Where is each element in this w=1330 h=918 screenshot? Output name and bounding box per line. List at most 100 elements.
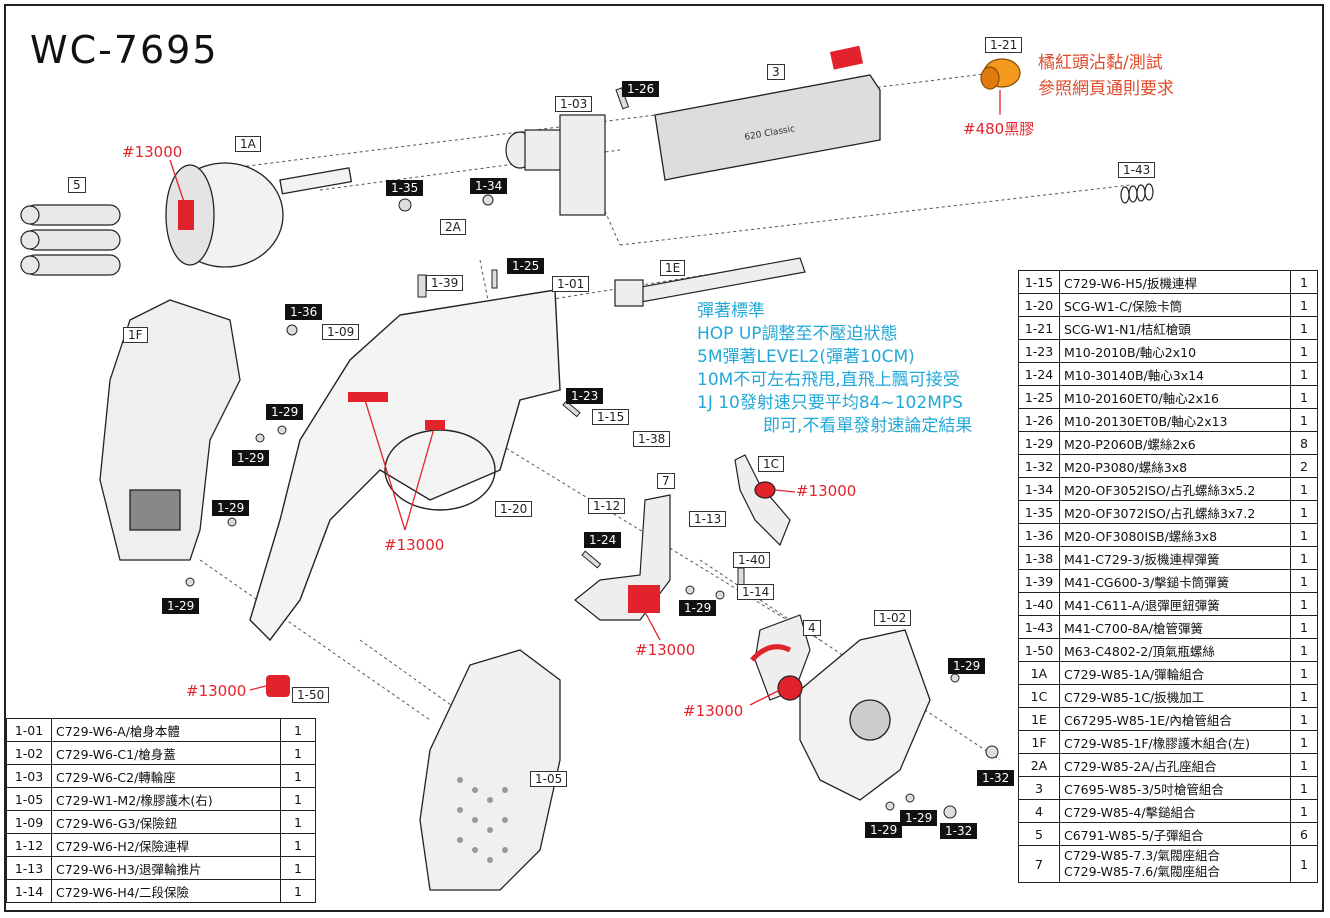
part-description: C729-W85-1C/扳機加工: [1059, 684, 1291, 708]
part-qty: 1: [280, 718, 316, 742]
part-number: 1A: [1018, 661, 1060, 685]
callout-1F: 1F: [123, 327, 148, 343]
part-number: 1E: [1018, 707, 1060, 731]
part-number: 1-29: [1018, 431, 1060, 455]
callout-2A: 2A: [440, 219, 466, 235]
orange-tip-note-line2: 參照網頁通則要求: [1038, 79, 1174, 99]
callout-1-29-b: 1-29: [232, 450, 270, 466]
part-qty: 1: [1290, 316, 1318, 340]
callout-1-14: 1-14: [737, 584, 775, 600]
callout-1-39: 1-39: [426, 275, 464, 291]
part-number: 1-35: [1018, 500, 1060, 524]
part-number: 1C: [1018, 684, 1060, 708]
callout-1-05: 1-05: [530, 771, 568, 787]
callout-1-29-g: 1-29: [900, 810, 938, 826]
part-number: 1-39: [1018, 569, 1060, 593]
callout-1-13: 1-13: [689, 511, 727, 527]
part-qty: 1: [1290, 638, 1318, 662]
part-description: C67295-W85-1E/內槍管組合: [1059, 707, 1291, 731]
grease-note-hammer: #13000: [683, 702, 744, 720]
part-number: 1-02: [6, 741, 52, 765]
part-description: C729-W6-H3/退彈輪推片: [51, 856, 281, 880]
part-number: 1-01: [6, 718, 52, 742]
part-number: 1-09: [6, 810, 52, 834]
part-qty: 1: [280, 787, 316, 811]
drawing-frame: [4, 4, 1324, 912]
part-qty: 1: [1290, 546, 1318, 570]
accuracy-note-line2: HOP UP調整至不壓迫狀態: [697, 324, 898, 344]
part-description: C729-W6-H5/扳機連桿: [1059, 270, 1291, 294]
part-qty: 1: [1290, 293, 1318, 317]
part-number: 1-38: [1018, 546, 1060, 570]
glue-note: #480黑膠: [963, 120, 1035, 138]
grease-note-trigger: #13000: [796, 482, 857, 500]
part-number: 1-32: [1018, 454, 1060, 478]
accuracy-note-line6: 即可,不看單發射速論定結果: [763, 416, 973, 436]
accuracy-standard-note: 彈著標準 HOP UP調整至不壓迫狀態 5M彈著LEVEL2(彈著10CM) 1…: [697, 300, 972, 438]
callout-1-38: 1-38: [633, 431, 671, 447]
part-qty: 1: [1290, 730, 1318, 754]
part-description: C729-W6-H2/保險連桿: [51, 833, 281, 857]
part-qty: 1: [280, 833, 316, 857]
model-title: WC-7695: [30, 28, 219, 72]
part-number: 1-03: [6, 764, 52, 788]
part-qty: 1: [1290, 753, 1318, 777]
part-description: M10-30140B/軸心3x14: [1059, 362, 1291, 386]
part-number: 1-36: [1018, 523, 1060, 547]
part-qty: 1: [280, 764, 316, 788]
part-number: 4: [1018, 799, 1060, 823]
callout-4: 4: [803, 620, 821, 636]
part-qty: 1: [1290, 569, 1318, 593]
part-qty: 1: [280, 856, 316, 880]
part-qty: 1: [280, 879, 316, 903]
part-description: C6791-W85-5/子彈組合: [1059, 822, 1291, 846]
part-description: C729-W85-1F/橡膠護木組合(左): [1059, 730, 1291, 754]
part-description: M41-CG600-3/擊鎚卡筒彈簧: [1059, 569, 1291, 593]
part-qty: 1: [1290, 592, 1318, 616]
part-qty: 6: [1290, 822, 1318, 846]
part-number: 1-20: [1018, 293, 1060, 317]
callout-1-34: 1-34: [470, 178, 508, 194]
part-description: SCG-W1-C/保險卡筒: [1059, 293, 1291, 317]
part-qty: 1: [1290, 684, 1318, 708]
part-qty: 1: [1290, 408, 1318, 432]
callout-1E: 1E: [660, 260, 686, 276]
part-qty: 1: [1290, 477, 1318, 501]
part-qty: 1: [1290, 523, 1318, 547]
part-qty: 1: [1290, 270, 1318, 294]
part-description: C729-W6-C2/轉輪座: [51, 764, 281, 788]
part-number: 1-23: [1018, 339, 1060, 363]
part-description-line: C729-W85-7.3/氣閥座組合: [1064, 848, 1220, 863]
callout-1-09: 1-09: [322, 324, 360, 340]
part-description: C729-W1-M2/橡膠護木(右): [51, 787, 281, 811]
callout-1-23: 1-23: [566, 388, 604, 404]
accuracy-note-line3: 5M彈著LEVEL2(彈著10CM): [697, 347, 915, 367]
part-description: C729-W6-A/槍身本體: [51, 718, 281, 742]
part-number: 1-13: [6, 856, 52, 880]
part-description: M41-C700-8A/槍管彈簧: [1059, 615, 1291, 639]
part-qty: 1: [1290, 362, 1318, 386]
part-description: C729-W85-4/擊鎚組合: [1059, 799, 1291, 823]
part-number: 1-26: [1018, 408, 1060, 432]
